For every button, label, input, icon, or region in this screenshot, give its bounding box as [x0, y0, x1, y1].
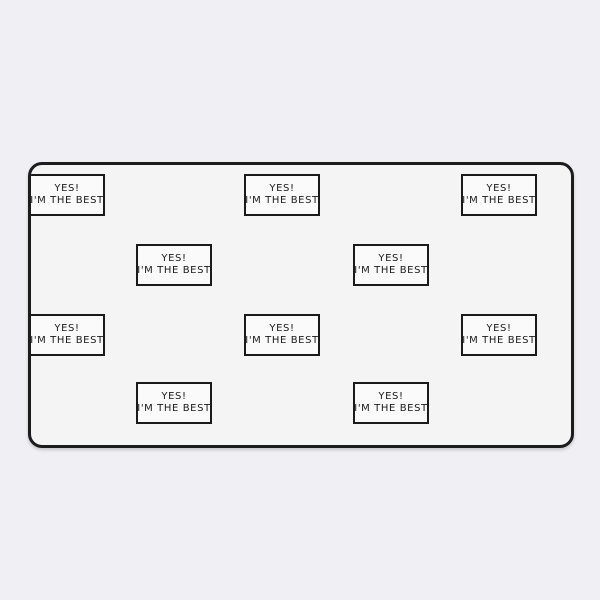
- sticker-line-1: YES!: [161, 391, 187, 402]
- sticker-line-2: I'M THE BEST: [137, 265, 211, 276]
- sticker-line-1: YES!: [161, 253, 187, 264]
- sticker-print: YES! I'M THE BEST: [30, 174, 105, 216]
- sticker-print: YES! I'M THE BEST: [353, 244, 429, 286]
- sticker-line-2: I'M THE BEST: [30, 335, 104, 346]
- sticker-line-2: I'M THE BEST: [30, 195, 104, 206]
- sticker-line-2: I'M THE BEST: [137, 403, 211, 414]
- sticker-print: YES! I'M THE BEST: [461, 174, 537, 216]
- sticker-print: YES! I'M THE BEST: [244, 174, 320, 216]
- sticker-line-1: YES!: [269, 323, 295, 334]
- sticker-print: YES! I'M THE BEST: [136, 382, 212, 424]
- sticker-line-1: YES!: [378, 253, 404, 264]
- sticker-line-1: YES!: [54, 183, 80, 194]
- desk-mat: YES! I'M THE BEST YES! I'M THE BEST YES!…: [28, 162, 574, 448]
- sticker-print: YES! I'M THE BEST: [353, 382, 429, 424]
- sticker-line-2: I'M THE BEST: [245, 335, 319, 346]
- sticker-print: YES! I'M THE BEST: [244, 314, 320, 356]
- sticker-line-2: I'M THE BEST: [354, 403, 428, 414]
- sticker-line-1: YES!: [486, 323, 512, 334]
- sticker-line-2: I'M THE BEST: [245, 195, 319, 206]
- sticker-print: YES! I'M THE BEST: [136, 244, 212, 286]
- sticker-line-1: YES!: [378, 391, 404, 402]
- sticker-line-1: YES!: [269, 183, 295, 194]
- sticker-line-1: YES!: [486, 183, 512, 194]
- sticker-line-1: YES!: [54, 323, 80, 334]
- sticker-line-2: I'M THE BEST: [354, 265, 428, 276]
- sticker-print: YES! I'M THE BEST: [30, 314, 105, 356]
- sticker-line-2: I'M THE BEST: [462, 335, 536, 346]
- sticker-print: YES! I'M THE BEST: [461, 314, 537, 356]
- sticker-line-2: I'M THE BEST: [462, 195, 536, 206]
